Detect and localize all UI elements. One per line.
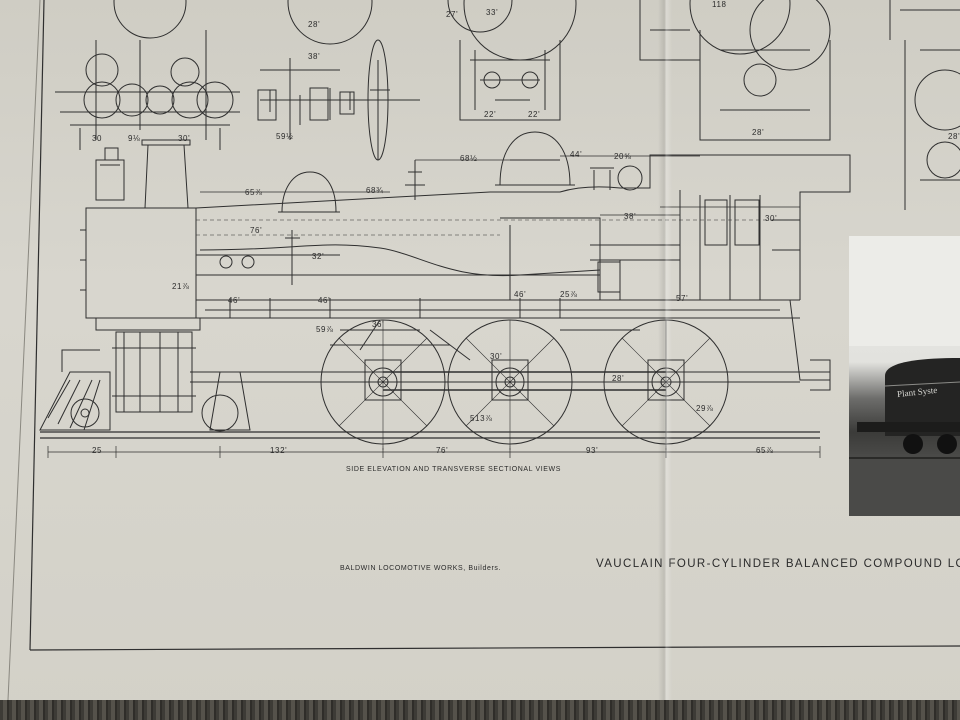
photo-content	[849, 236, 960, 516]
dimension-label: 25⅞	[560, 290, 578, 299]
dimension-label: 29⅞	[696, 404, 714, 413]
dimension-label: 59⅞	[316, 325, 334, 334]
dimension-label: 28'	[308, 20, 321, 29]
paper-fold	[658, 0, 672, 700]
dimension-label: 68¾	[366, 186, 384, 195]
upper-detail-views	[55, 0, 960, 210]
dimension-label: 30'	[490, 352, 503, 361]
dimension-label: 36'	[372, 320, 385, 329]
locomotive-photograph: Plant Syste	[849, 236, 960, 516]
dimension-label: 38'	[624, 212, 637, 221]
dimension-label: 20⅝	[614, 152, 632, 161]
dimension-label: 33'	[486, 8, 499, 17]
dimension-label: 21⅞	[172, 282, 190, 291]
builders-caption: BALDWIN LOCOMOTIVE WORKS, Builders.	[340, 565, 502, 572]
dimension-label: 46'	[514, 290, 527, 299]
dimension-label: 22'	[528, 110, 541, 119]
dimension-label: 118	[712, 0, 727, 9]
dimension-label: 22'	[484, 110, 497, 119]
dimension-label: 25	[92, 446, 103, 455]
dimension-label: 93'	[586, 446, 599, 455]
dimension-label: 28'	[612, 374, 625, 383]
side-elevation-caption: SIDE ELEVATION AND TRANSVERSE SECTIONAL …	[346, 466, 562, 473]
sheet-title: VAUCLAIN FOUR-CYLINDER BALANCED COMPOUND…	[596, 558, 960, 570]
dimension-label: 68½	[460, 154, 478, 163]
table-surface	[0, 700, 960, 720]
dimension-label: 28'	[752, 128, 765, 137]
dimension-label: 9⅛	[128, 134, 141, 143]
dimension-label: 46'	[228, 296, 241, 305]
dimension-label: 513⅞	[470, 414, 493, 423]
dimension-label: 38'	[308, 52, 321, 61]
dimension-label: 132'	[270, 446, 288, 455]
dimension-label: 57'	[676, 294, 689, 303]
dimension-label: 46'	[318, 296, 331, 305]
dimension-label: 76'	[436, 446, 449, 455]
dimension-label: 59½	[276, 132, 294, 141]
dimension-label: 30'	[765, 214, 778, 223]
side-elevation	[39, 131, 851, 458]
sheet-border-bottom	[29, 645, 960, 651]
dimension-label: 44'	[570, 150, 583, 159]
dimension-label: 32'	[312, 252, 325, 261]
dimension-label: 30'	[178, 134, 191, 143]
dimension-label: 65⅞	[245, 188, 263, 197]
dimension-label: 28'	[948, 132, 960, 141]
dimension-label: 65⅞	[756, 446, 774, 455]
dimension-label: 27'	[446, 10, 459, 19]
dimension-label: 30	[92, 134, 103, 143]
dimension-label: 76'	[250, 226, 263, 235]
sheet-border-left	[29, 0, 45, 651]
